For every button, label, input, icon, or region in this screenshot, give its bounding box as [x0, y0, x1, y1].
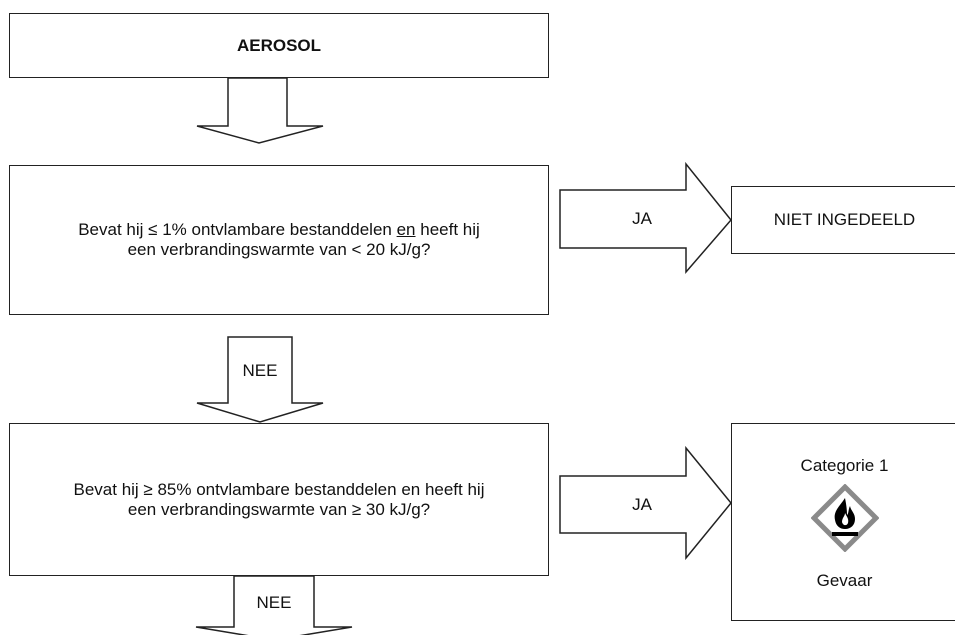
question-1-text: Bevat hij ≤ 1% ontvlambare bestanddelen … — [58, 220, 500, 260]
category-label: Categorie 1 — [800, 456, 889, 475]
down-arrow-2 — [196, 336, 324, 423]
right-arrow-2 — [559, 445, 732, 561]
start-box: AEROSOL — [9, 13, 549, 78]
question-1-line2: een verbrandingswarmte van < 20 kJ/g? — [127, 240, 431, 259]
no-label-1: NEE — [242, 361, 278, 380]
start-label: AEROSOL — [236, 35, 322, 55]
question-2-text: Bevat hij ≥ 85% ontvlambare bestanddelen… — [54, 480, 505, 520]
down-arrow-3 — [195, 575, 353, 635]
question-2-line2: een verbrandingswarmte van ≥ 30 kJ/g? — [127, 499, 431, 519]
yes-label-2: JA — [632, 495, 652, 514]
result-box-category-1: Categorie 1 Gevaar — [731, 423, 955, 621]
question-1-line1-post: heeft hij — [415, 220, 480, 239]
question-1-line1-pre: Bevat hij ≤ 1% ontvlambare bestanddelen — [78, 220, 397, 239]
yes-label-1: JA — [632, 209, 652, 228]
no-label-2: NEE — [256, 593, 292, 612]
question-box-2: Bevat hij ≥ 85% ontvlambare bestanddelen… — [9, 423, 549, 576]
signal-word: Gevaar — [816, 571, 873, 590]
question-1-emphasis: en — [396, 220, 416, 239]
flame-icon — [809, 483, 880, 557]
question-2-line1: Bevat hij ≥ 85% ontvlambare bestanddelen… — [73, 479, 485, 499]
right-arrow-1 — [559, 161, 732, 275]
result-box-not-classified: NIET INGEDEELD — [731, 186, 955, 254]
question-box-1: Bevat hij ≤ 1% ontvlambare bestanddelen … — [9, 165, 549, 315]
result-not-classified-label: NIET INGEDEELD — [773, 210, 916, 229]
down-arrow-1 — [196, 77, 324, 144]
